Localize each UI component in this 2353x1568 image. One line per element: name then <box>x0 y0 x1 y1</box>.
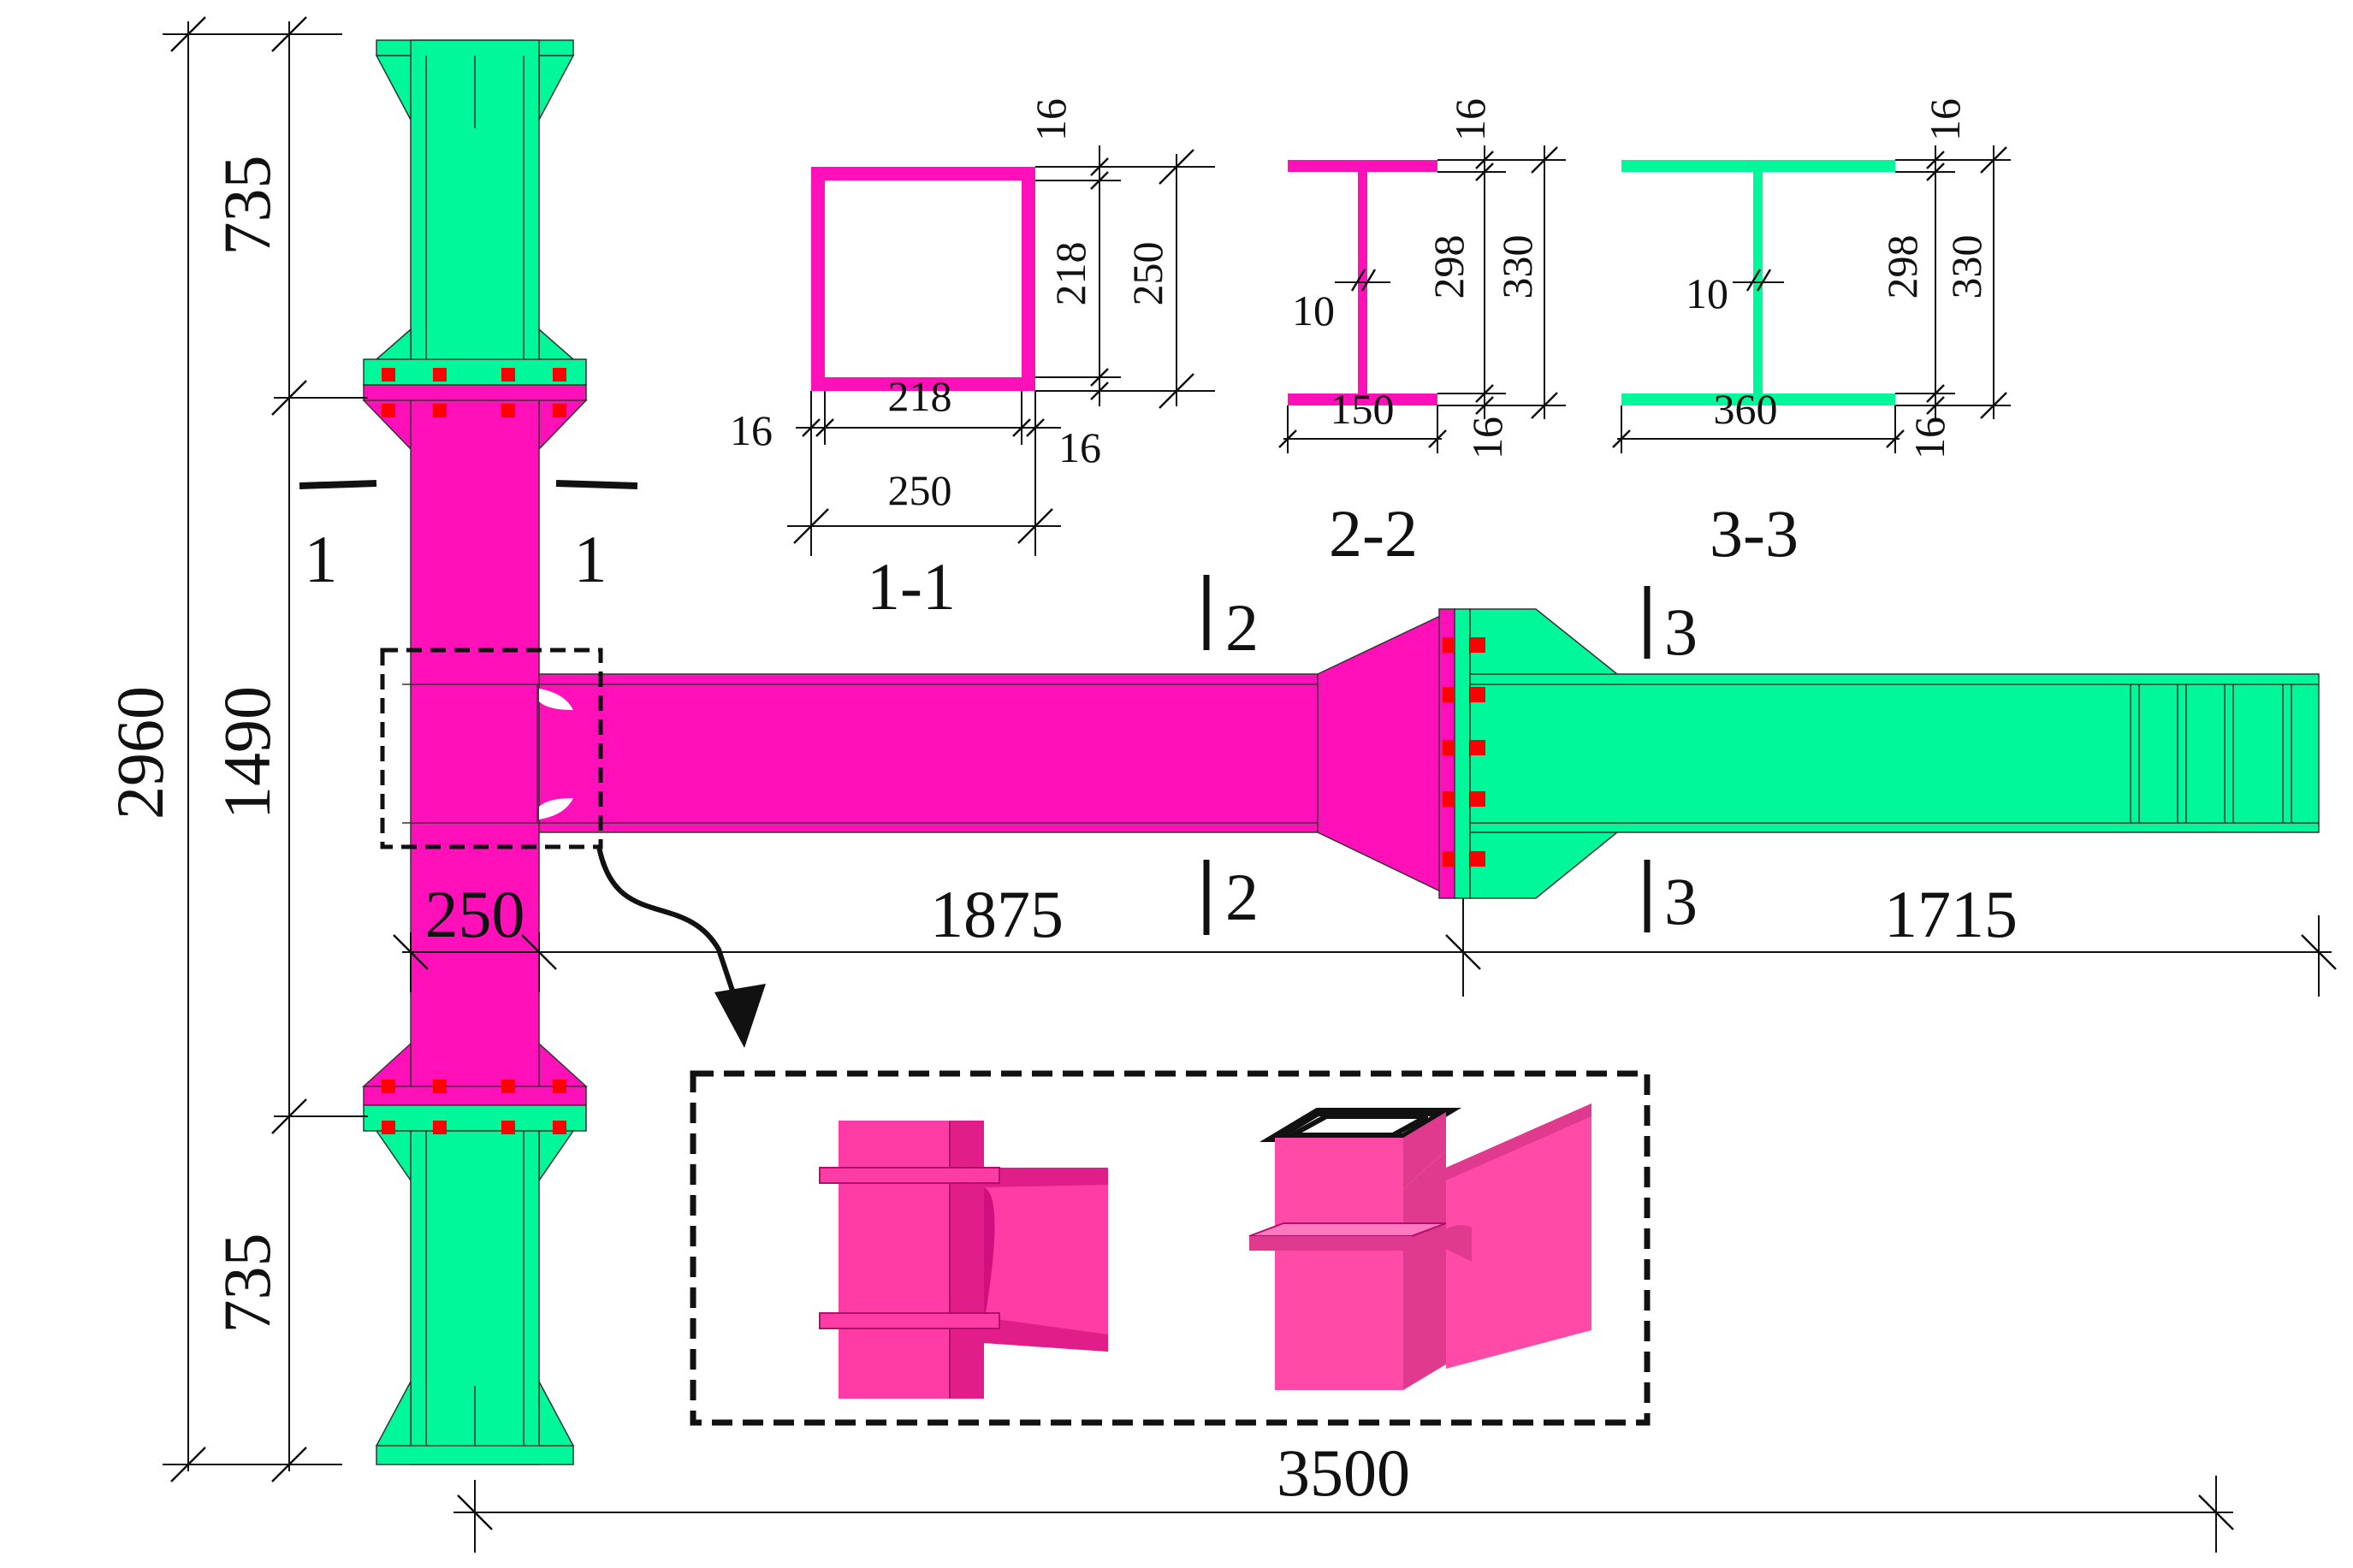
bottom-splice-bolts <box>382 1080 566 1134</box>
section-mark-3-bottom: 3 <box>1664 864 1698 938</box>
s1-right-wall: 16 <box>1058 423 1101 471</box>
s1-left-wall: 16 <box>730 406 773 454</box>
dim-column-width: 250 <box>425 877 525 951</box>
dim-total-height: 2960 <box>103 686 177 820</box>
section-mark-2-top: 2 <box>1225 590 1259 665</box>
s2-bottom-flange: 16 <box>1463 417 1511 459</box>
detail-render-perspective <box>1248 1104 1591 1390</box>
dim-bottom-column: 735 <box>210 1234 284 1334</box>
section-2-2: 150 10 16 298 330 16 2-2 <box>1278 98 1566 571</box>
s3-depth: 330 <box>1942 235 1990 299</box>
detail-render-front <box>819 1121 1108 1399</box>
dim-beam-near: 1875 <box>930 877 1064 951</box>
top-splice-bolts <box>382 368 566 417</box>
section-3-3: 360 10 16 298 330 16 3-3 <box>1612 98 2011 571</box>
dim-top-column: 735 <box>210 156 284 256</box>
s2-title: 2-2 <box>1329 496 1418 571</box>
s2-web-height: 298 <box>1425 235 1473 299</box>
main-dimensions: 2960 735 1490 735 250 1875 1715 3500 <box>103 16 2337 1553</box>
magenta-column <box>362 384 588 1120</box>
s1-inner-height: 218 <box>1046 242 1094 306</box>
dim-total-length: 3500 <box>1277 1435 1410 1510</box>
detail-inset <box>690 1070 1651 1426</box>
s1-top-wall: 16 <box>1027 98 1075 141</box>
s3-web: 10 <box>1686 269 1728 317</box>
end-plate-bolts <box>1443 637 1485 867</box>
dim-beam-far: 1715 <box>1884 877 2018 951</box>
s3-title: 3-3 <box>1710 496 1799 571</box>
s1-inner-width: 218 <box>888 372 952 420</box>
callout-arrow <box>596 846 738 1002</box>
s3-bottom-flange: 16 <box>1906 417 1953 459</box>
s1-outer-height: 250 <box>1123 242 1171 306</box>
callout-arrowhead <box>714 984 766 1048</box>
green-beam <box>1454 608 2320 899</box>
s3-flange-width: 360 <box>1714 385 1778 433</box>
s2-flange-width: 150 <box>1331 385 1395 433</box>
section-marks: 1 1 2 2 3 3 <box>299 480 1698 938</box>
elevation-view <box>362 39 2320 1465</box>
s1-outer-width: 250 <box>888 466 952 514</box>
section-mark-1-right: 1 <box>574 522 608 596</box>
dim-middle-column: 1490 <box>210 686 284 820</box>
magenta-beam <box>402 607 1455 900</box>
section-mark-3-top: 3 <box>1664 595 1698 669</box>
s2-depth: 330 <box>1493 235 1541 299</box>
s3-top-flange: 16 <box>1921 98 1969 141</box>
section-mark-1-left: 1 <box>305 522 338 596</box>
s1-title: 1-1 <box>867 549 956 624</box>
s3-web-height: 298 <box>1878 235 1926 299</box>
top-green-column <box>363 39 587 392</box>
section-1-1: 218 16 16 250 16 218 250 1-1 <box>730 98 1215 624</box>
detail-callout-box <box>380 648 603 849</box>
section-mark-2-bottom: 2 <box>1225 860 1259 934</box>
s2-top-flange: 16 <box>1446 98 1494 141</box>
bottom-green-column <box>363 1104 587 1465</box>
s2-web: 10 <box>1292 287 1335 334</box>
